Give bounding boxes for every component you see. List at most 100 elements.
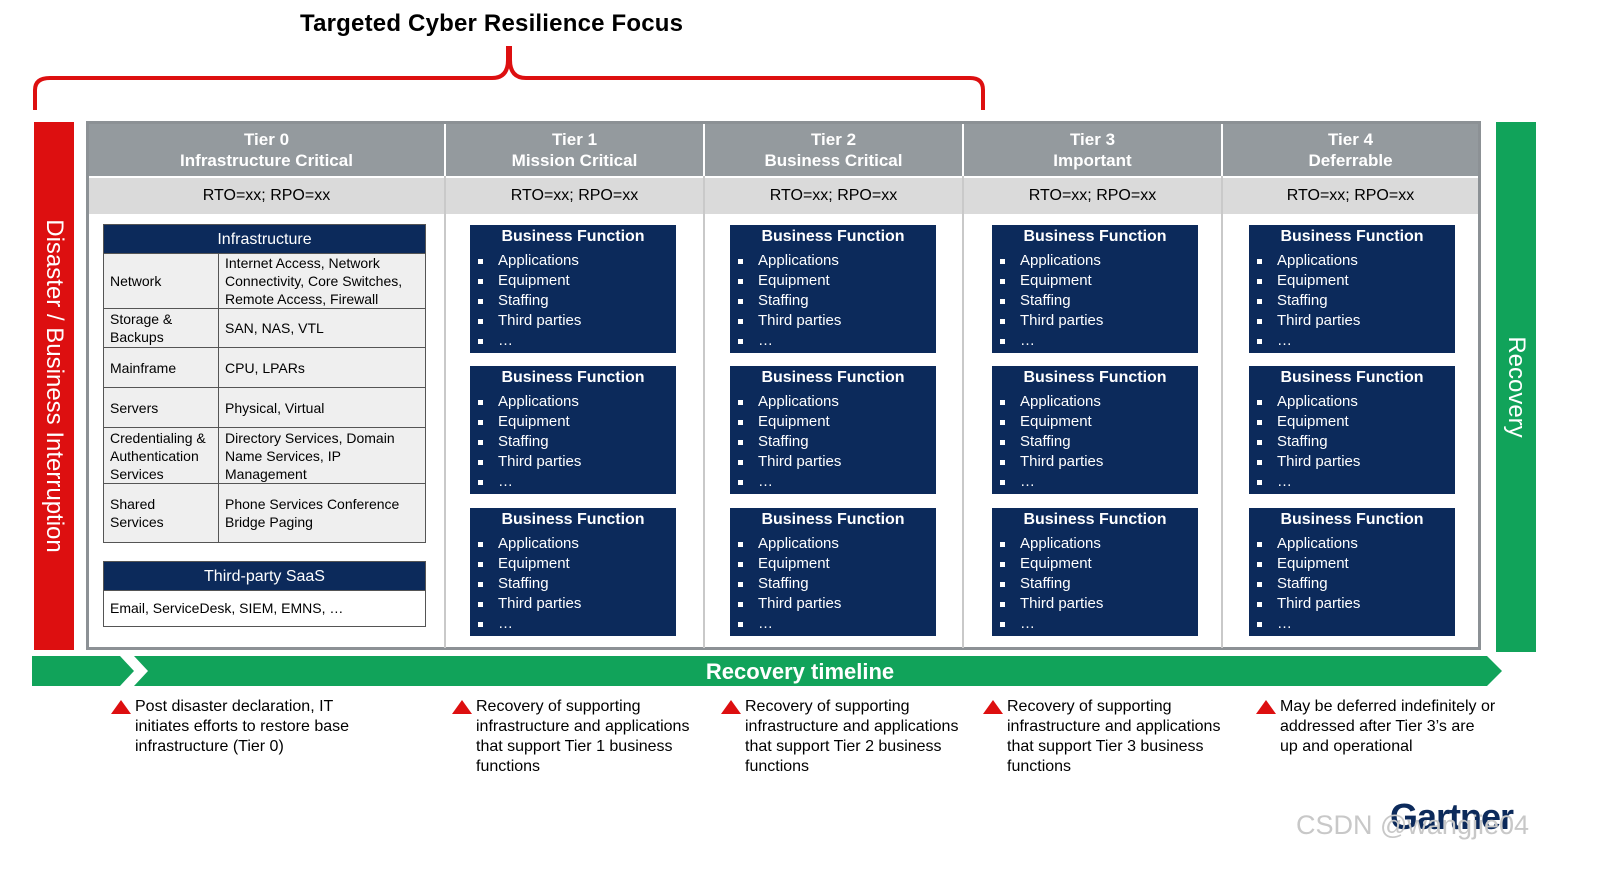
list-item: Staffing: [738, 291, 936, 311]
recovery-bar: Recovery: [1496, 122, 1536, 652]
infra-detail: Phone Services Conference Bridge Paging: [218, 483, 425, 542]
business-function-title: Business Function: [501, 511, 645, 528]
tier-0-header: Tier 0 Infrastructure Critical: [89, 124, 444, 176]
infrastructure-table: Infrastructure Network Internet Access, …: [103, 224, 426, 543]
business-function-title: Business Function: [761, 369, 905, 386]
list-item: Third parties: [478, 594, 676, 614]
list-item: Staffing: [1000, 432, 1198, 452]
list-item: Equipment: [478, 554, 676, 574]
table-row: Storage & Backups SAN, NAS, VTL: [104, 308, 425, 348]
list-item: Applications: [1257, 534, 1455, 554]
warning-triangle-icon: [111, 700, 131, 714]
tier-3-label: Tier 3: [1069, 130, 1116, 149]
list-item: Third parties: [1257, 452, 1455, 472]
list-item: Applications: [478, 251, 676, 271]
business-function-title: Business Function: [501, 228, 645, 245]
header-divider: [444, 124, 446, 176]
note-text: Recovery of supporting infrastructure an…: [1007, 698, 1221, 775]
list-item: Applications: [1000, 392, 1198, 412]
list-item: Staffing: [1257, 291, 1455, 311]
column-divider: [1221, 124, 1223, 648]
business-function-title: Business Function: [1023, 369, 1167, 386]
tier-1-label: Tier 1: [551, 130, 598, 149]
list-item: Third parties: [738, 452, 936, 472]
list-item: …: [478, 614, 676, 634]
list-item: …: [738, 614, 936, 634]
list-item: Applications: [1000, 251, 1198, 271]
tier-4-rto: RTO=xx; RPO=xx: [1223, 178, 1478, 214]
list-item: Staffing: [478, 574, 676, 594]
list-item: Staffing: [738, 574, 936, 594]
list-item: Equipment: [1257, 554, 1455, 574]
infra-detail: Physical, Virtual: [218, 387, 425, 428]
tier-0-rto: RTO=xx; RPO=xx: [89, 178, 444, 214]
infra-category: Storage & Backups: [104, 308, 219, 348]
tier-4-label: Tier 4: [1327, 130, 1374, 149]
infra-category: Network: [104, 253, 219, 309]
tier-4-note: May be deferred indefinitely or addresse…: [1256, 697, 1496, 757]
business-function-title: Business Function: [1280, 228, 1424, 245]
list-item: Staffing: [1000, 291, 1198, 311]
list-item: Equipment: [738, 271, 936, 291]
infra-detail: Directory Services, Domain Name Services…: [218, 427, 425, 484]
list-item: Third parties: [478, 311, 676, 331]
disaster-bar: Disaster / Business Interruption: [34, 122, 74, 650]
recovery-label: Recovery: [1503, 336, 1530, 438]
list-item: …: [1257, 614, 1455, 634]
tier-1-header: Tier 1 Mission Critical: [446, 124, 703, 176]
list-item: Equipment: [478, 271, 676, 291]
list-item: Equipment: [1000, 412, 1198, 432]
recovery-timeline-arrow: [32, 656, 1502, 686]
warning-triangle-icon: [452, 700, 472, 714]
tier-2-label: Tier 2: [810, 130, 857, 149]
list-item: Third parties: [1257, 311, 1455, 331]
tier-3-rto: RTO=xx; RPO=xx: [964, 178, 1221, 214]
infra-detail: Internet Access, Network Connectivity, C…: [218, 253, 425, 309]
tier-1-note: Recovery of supporting infrastructure an…: [452, 697, 692, 777]
business-function-title: Business Function: [1280, 369, 1424, 386]
list-item: Third parties: [738, 311, 936, 331]
gartner-logo: Gartner: [1390, 796, 1514, 837]
diagram-title: Targeted Cyber Resilience Focus: [300, 10, 684, 37]
list-item: …: [1000, 331, 1198, 351]
business-function-title: Business Function: [1023, 228, 1167, 245]
tier-2-name: Business Critical: [764, 151, 903, 170]
warning-triangle-icon: [721, 700, 741, 714]
warning-triangle-icon: [983, 700, 1003, 714]
list-item: Equipment: [478, 412, 676, 432]
tier-4-header: Tier 4 Deferrable: [1223, 124, 1478, 176]
list-item: Staffing: [478, 291, 676, 311]
note-text: Recovery of supporting infrastructure an…: [745, 698, 959, 775]
business-function-title: Business Function: [761, 228, 905, 245]
tier-1-name: Mission Critical: [511, 151, 638, 170]
list-item: Staffing: [1257, 574, 1455, 594]
list-item: Staffing: [1257, 432, 1455, 452]
infrastructure-header: Infrastructure: [104, 225, 425, 253]
list-item: Applications: [738, 534, 936, 554]
column-divider: [962, 124, 964, 648]
tier-3-header: Tier 3 Important: [964, 124, 1221, 176]
business-function-title: Business Function: [1023, 511, 1167, 528]
list-item: …: [1257, 472, 1455, 492]
list-item: Equipment: [738, 412, 936, 432]
tier-2-rto: RTO=xx; RPO=xx: [705, 178, 962, 214]
business-function-title: Business Function: [501, 369, 645, 386]
header-divider: [962, 124, 964, 176]
list-item: …: [1257, 331, 1455, 351]
list-item: Applications: [1257, 392, 1455, 412]
list-item: Staffing: [1000, 574, 1198, 594]
tier-0-name: Infrastructure Critical: [180, 151, 353, 170]
saas-detail: Email, ServiceDesk, SIEM, EMNS, …: [104, 590, 425, 626]
